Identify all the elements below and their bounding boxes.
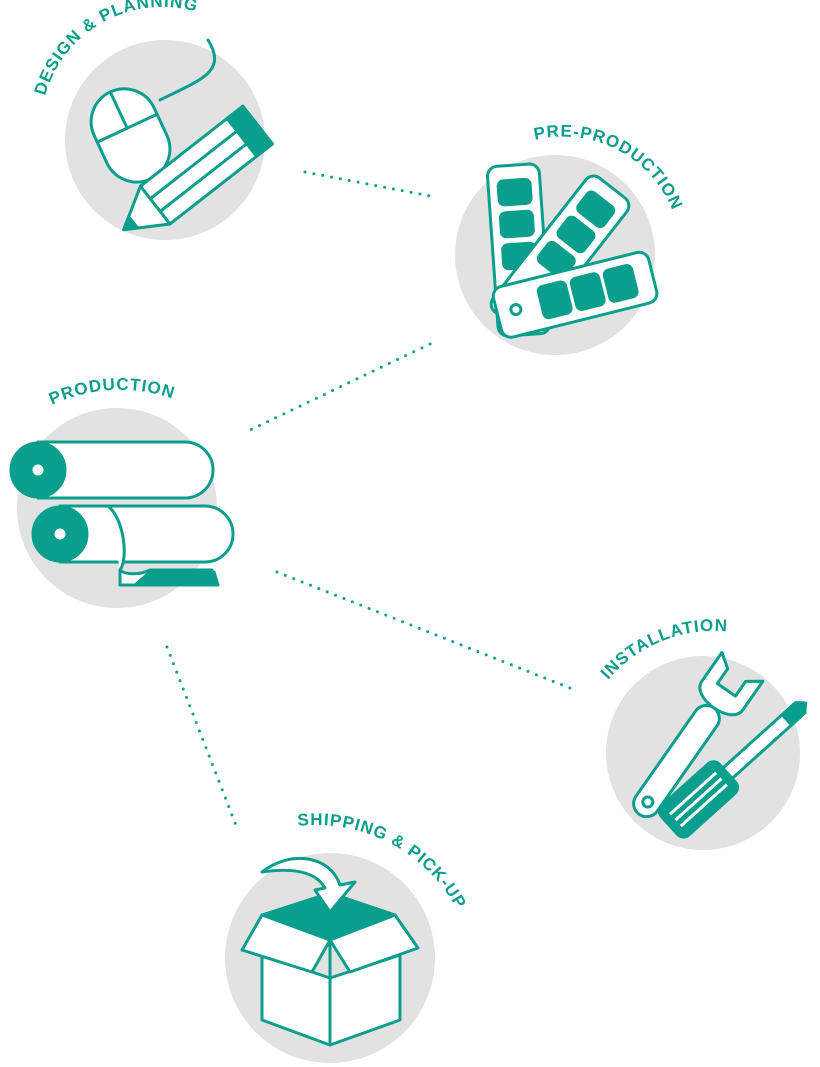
material-rolls-icon — [9, 440, 235, 587]
connector-preproduction-production — [248, 342, 432, 432]
color-swatch-fan-icon — [486, 162, 659, 339]
step-installation: INSTALLATION — [597, 616, 807, 850]
step-shipping-pickup: SHIPPING & PICK-UP — [225, 810, 469, 1063]
step-pre-production: PRE-PRODUCTION — [455, 121, 686, 355]
open-box-with-arrow-icon — [240, 857, 420, 1047]
connector-production-shipping — [165, 645, 239, 830]
connector-design-preproduction — [303, 170, 432, 198]
mouse-and-pencil-icon — [89, 38, 274, 232]
step-label-production: PRODUCTION — [46, 375, 178, 409]
step-production: PRODUCTION — [9, 375, 235, 608]
connector-production-installation — [275, 570, 577, 692]
wrench-and-screwdriver-icon — [632, 651, 807, 839]
step-design-planning: DESIGN & PLANNING — [31, 0, 274, 240]
